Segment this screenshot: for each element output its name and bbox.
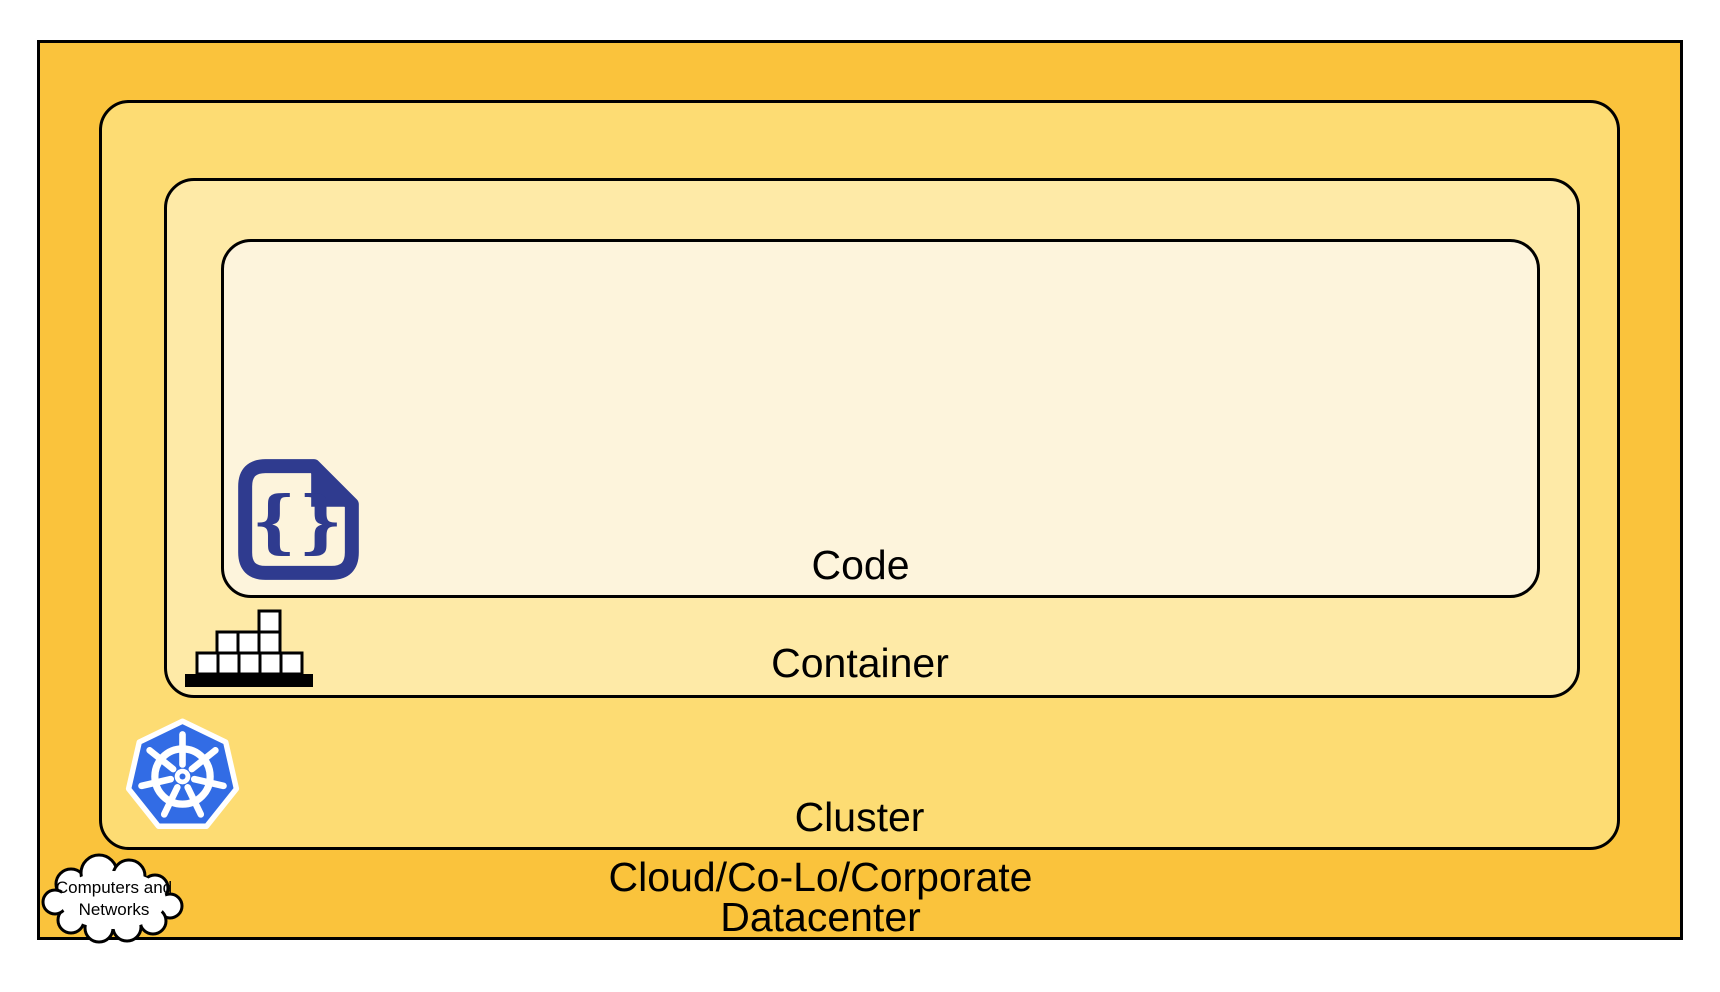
code-label: Code [811,542,910,588]
svg-text:{}: {} [252,482,345,562]
datacenter-label: Cloud/Co-Lo/Corporate Datacenter [40,854,1601,940]
container-boxes-icon [185,609,313,687]
cloud-label: Computers and Networks [41,877,187,921]
datacenter-label-line1: Cloud/Co-Lo/Corporate [608,854,1033,900]
code-file-icon: {} [235,456,362,583]
cloud-label-line2: Networks [78,900,150,919]
cluster-label: Cluster [794,794,925,840]
cloud-icon: Computers and Networks [41,853,187,945]
layer-code: {} Code [221,239,1540,598]
cloud-label-line1: Computers and [55,878,173,897]
container-label: Container [771,640,949,686]
layer-datacenter: {} Code [37,40,1683,944]
kubernetes-icon [122,714,243,839]
layer-cluster: {} Code [99,100,1620,850]
datacenter-label-line2: Datacenter [720,894,921,940]
layer-container: {} Code [164,178,1580,698]
